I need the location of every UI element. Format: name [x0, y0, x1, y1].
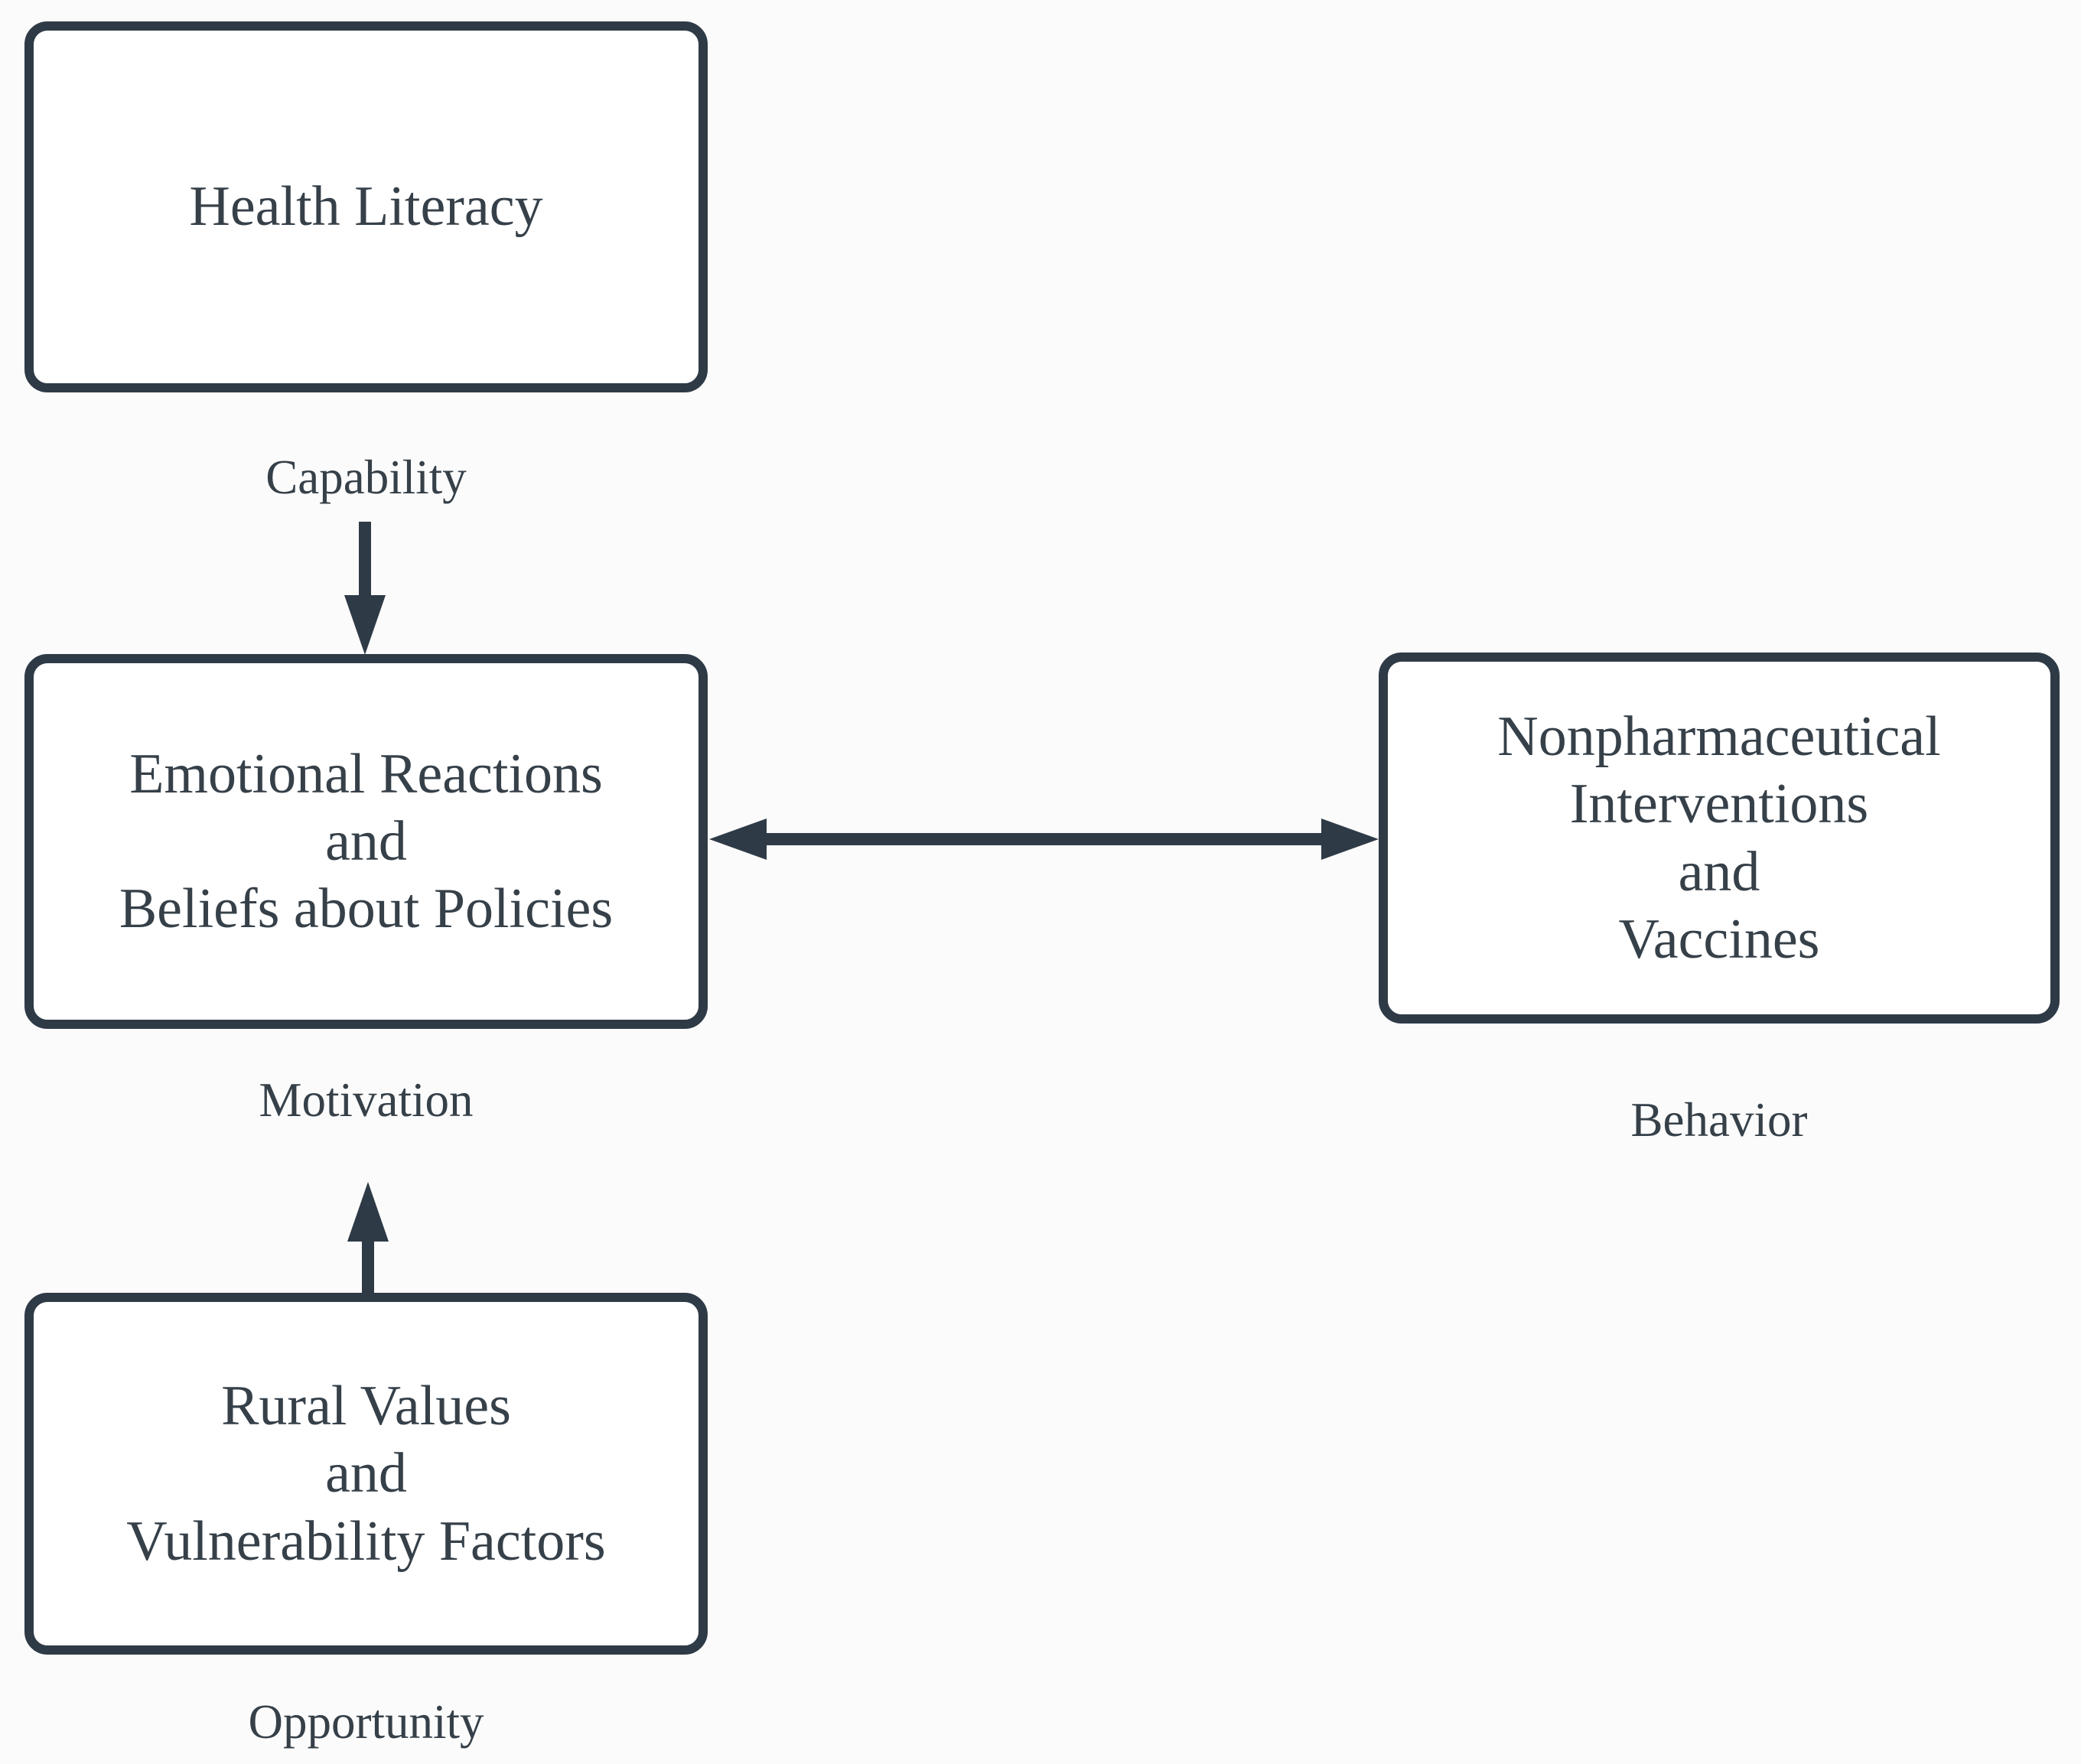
caption-motivation: Motivation — [259, 1073, 474, 1127]
caption-behavior: Behavior — [1630, 1093, 1808, 1147]
node-emotional-beliefs: Emotional Reactions and Beliefs about Po… — [24, 654, 708, 1029]
arrow-horizontal-stem — [762, 833, 1325, 845]
arrow-left-head-icon — [709, 819, 767, 860]
arrow-down-head-icon — [344, 595, 386, 655]
arrow-right-head-icon — [1321, 819, 1379, 860]
arrow-up-head-icon — [347, 1182, 389, 1242]
arrow-up-stem — [362, 1235, 374, 1294]
node-health-literacy: Health Literacy — [24, 21, 708, 392]
node-npi-vaccines: Nonpharmaceutical Interventions and Vacc… — [1379, 653, 2060, 1024]
node-rural-values: Rural Values and Vulnerability Factors — [24, 1293, 708, 1655]
node-health-literacy-label: Health Literacy — [189, 175, 543, 239]
caption-opportunity: Opportunity — [248, 1695, 484, 1749]
caption-capability: Capability — [265, 451, 467, 504]
node-npi-vaccines-label: Nonpharmaceutical Interventions and Vacc… — [1497, 705, 1941, 971]
node-rural-values-label: Rural Values and Vulnerability Factors — [126, 1375, 606, 1573]
arrow-down-stem — [359, 522, 371, 598]
node-emotional-beliefs-label: Emotional Reactions and Beliefs about Po… — [119, 742, 614, 941]
